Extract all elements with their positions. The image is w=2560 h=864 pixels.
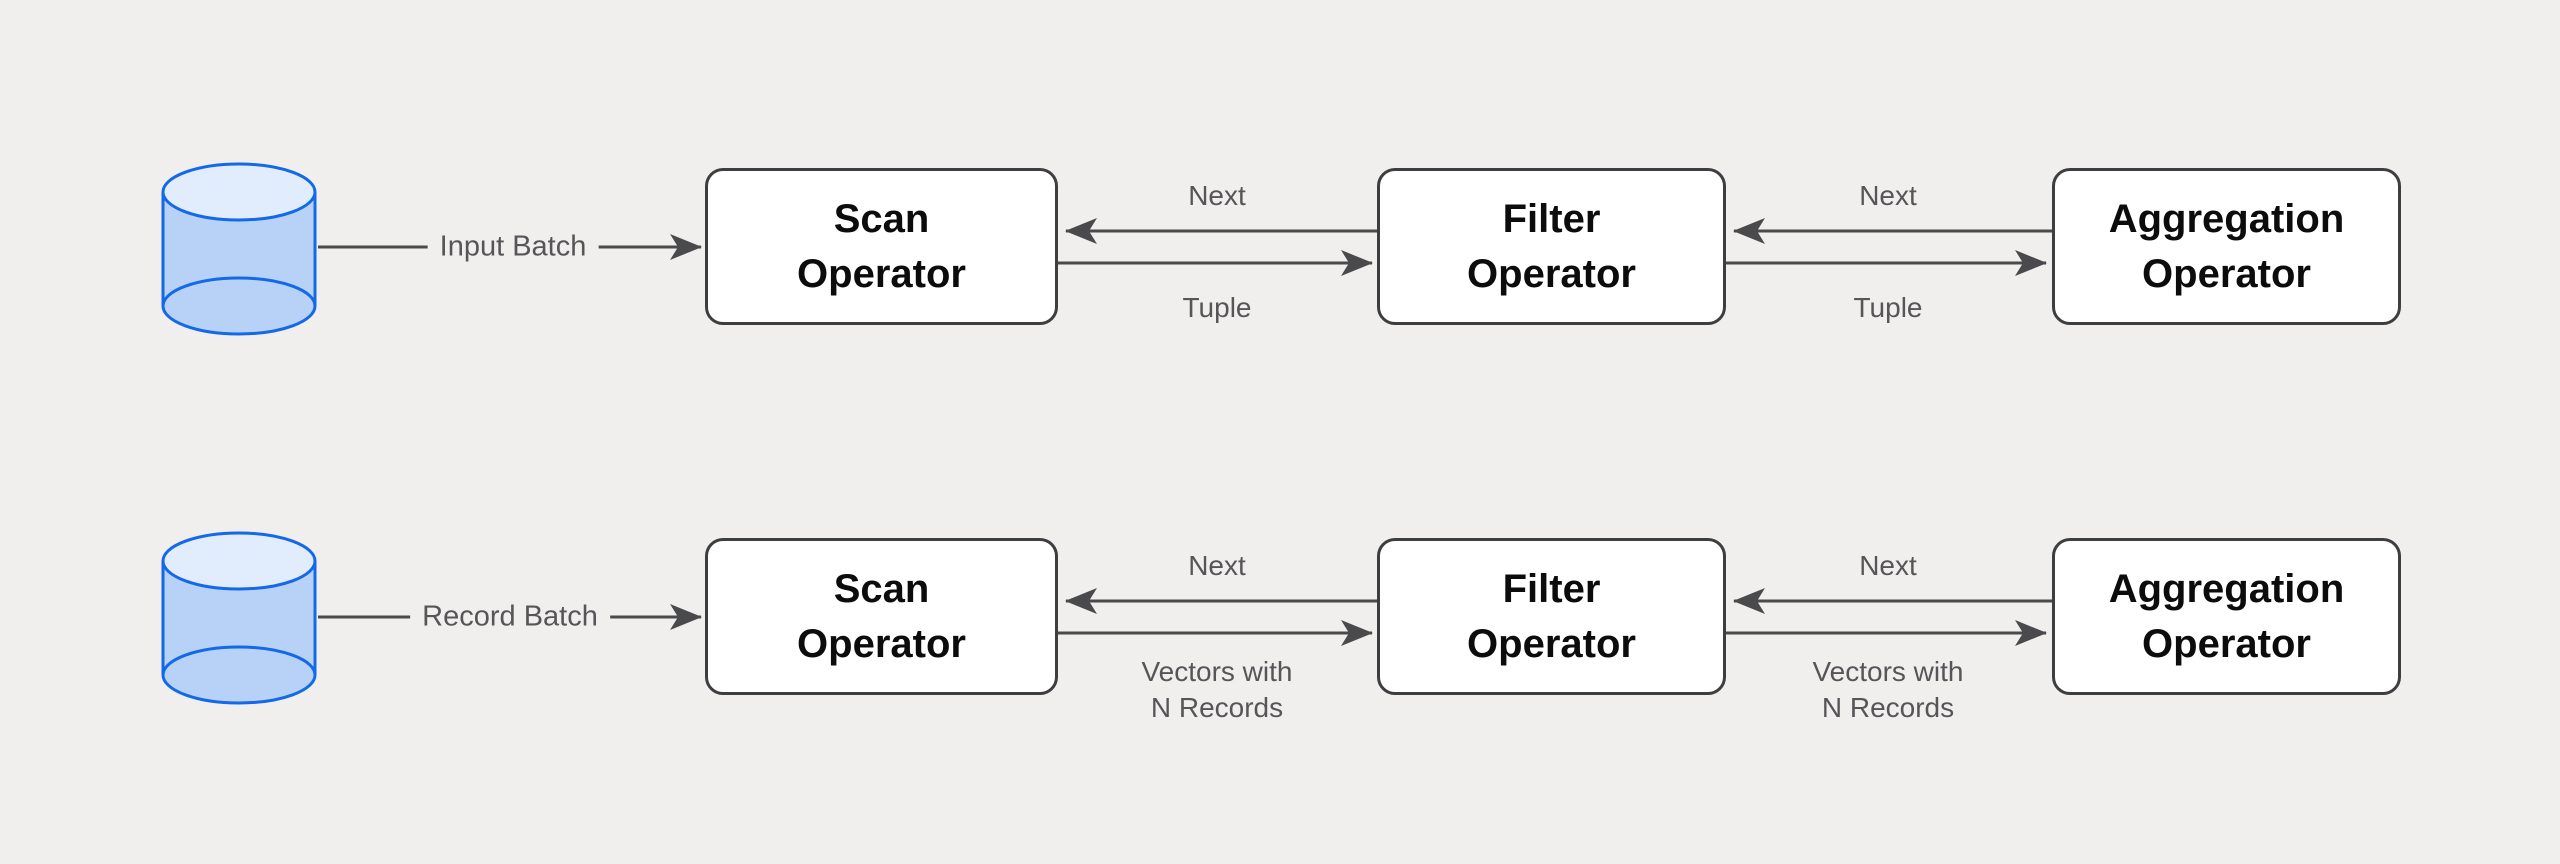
database-cylinder-icon	[161, 531, 317, 705]
source-arrow-label: Input Batch	[427, 228, 599, 266]
operator-box-scan: Scan Operator	[705, 168, 1058, 325]
source-arrow-label: Record Batch	[410, 598, 610, 636]
operator-label: Filter	[1502, 567, 1601, 611]
operator-label: Operator	[797, 622, 966, 666]
database-cylinder-icon	[161, 162, 317, 336]
operator-label: Operator	[1467, 622, 1636, 666]
operator-label: Operator	[2142, 622, 2311, 666]
operator-box-filter: Filter Operator	[1377, 538, 1726, 695]
next-arrow-label: Next	[1859, 180, 1917, 212]
operator-box-filter: Filter Operator	[1377, 168, 1726, 325]
tuple-arrow-label: Tuple	[1853, 292, 1923, 324]
operator-label: Scan	[833, 567, 930, 611]
operator-box-aggregation: Aggregation Operator	[2052, 168, 2401, 325]
vectors-arrow-label: Vectors with N Records	[1812, 656, 1964, 723]
operator-label: Operator	[2142, 252, 2311, 296]
next-arrow-label: Next	[1188, 180, 1246, 212]
vectors-arrow-label: Vectors with N Records	[1141, 656, 1293, 723]
operator-label: Scan	[833, 197, 930, 241]
operator-box-aggregation: Aggregation Operator	[2052, 538, 2401, 695]
operator-label: Aggregation	[2108, 197, 2345, 241]
operator-label: Aggregation	[2108, 567, 2345, 611]
operator-label: Filter	[1502, 197, 1601, 241]
next-arrow-label: Next	[1188, 550, 1246, 582]
tuple-arrow-label: Tuple	[1182, 292, 1252, 324]
operator-label: Operator	[797, 252, 966, 296]
operator-box-scan: Scan Operator	[705, 538, 1058, 695]
operator-label: Operator	[1467, 252, 1636, 296]
next-arrow-label: Next	[1859, 550, 1917, 582]
